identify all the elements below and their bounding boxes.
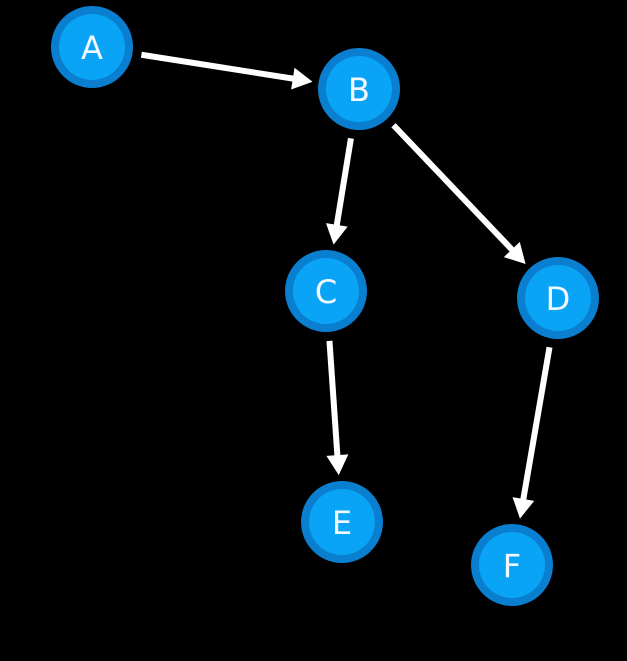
node-label: D: [546, 280, 571, 318]
node-d: D: [517, 257, 599, 339]
edge-c-e: [326, 340, 349, 476]
node-label: B: [348, 71, 370, 109]
edge-line: [391, 123, 516, 253]
node-core: [525, 265, 591, 331]
node-c: C: [285, 250, 367, 332]
edges-layer: [140, 51, 553, 519]
arrowhead-icon: [325, 223, 348, 245]
nodes-layer: A B C D E F: [51, 6, 599, 606]
node-e: E: [301, 481, 383, 563]
node-a: A: [51, 6, 133, 88]
arrowhead-icon: [291, 67, 313, 90]
edge-line: [326, 340, 341, 458]
edge-d-f: [512, 346, 553, 519]
edge-line: [333, 137, 354, 228]
arrowhead-icon: [512, 497, 535, 519]
node-label: A: [81, 29, 103, 67]
node-core: [309, 489, 375, 555]
node-core: [326, 56, 392, 122]
node-f: F: [471, 524, 553, 606]
node-label: E: [332, 504, 352, 542]
node-label: F: [503, 547, 521, 585]
node-core: [293, 258, 359, 324]
node-label: C: [315, 273, 337, 311]
edge-a-b: [140, 51, 313, 90]
edge-line: [140, 51, 296, 82]
node-core: [479, 532, 545, 598]
node-b: B: [318, 48, 400, 130]
edge-line: [520, 346, 553, 502]
arrowhead-icon: [326, 454, 349, 476]
arrowhead-icon: [503, 241, 526, 264]
edge-b-c: [325, 137, 354, 245]
node-core: [59, 14, 125, 80]
edge-b-d: [391, 123, 526, 264]
